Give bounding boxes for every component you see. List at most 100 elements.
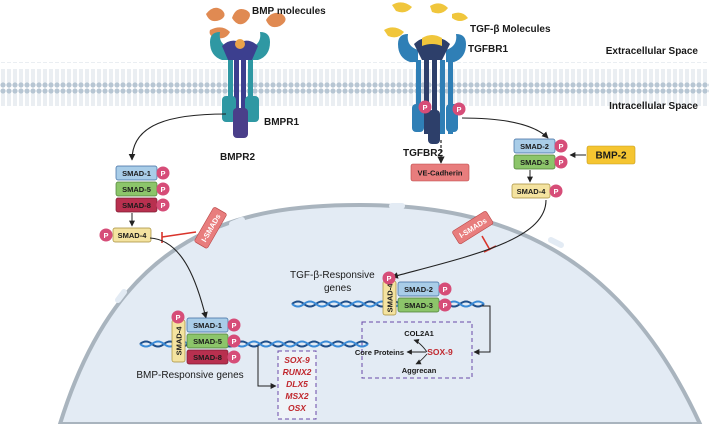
col2a1-label: COL2A1 <box>404 329 434 338</box>
smad-4-vertical-left: SMAD-4 <box>171 319 186 363</box>
smad-1-box-nuclear: SMAD-1 <box>186 317 229 333</box>
svg-text:P: P <box>558 142 563 151</box>
core-proteins-label: Core Proteins <box>355 348 404 357</box>
bmpr1-label: BMPR1 <box>264 117 299 128</box>
svg-text:SMAD-1: SMAD-1 <box>122 169 151 178</box>
tgfb-genes-label-2: genes <box>324 283 351 294</box>
svg-text:SMAD-5: SMAD-5 <box>122 185 151 194</box>
smad-8-nuclear-phospho: P <box>227 350 241 364</box>
smad-1-nuclear-phospho: P <box>227 318 241 332</box>
svg-text:P: P <box>553 187 558 196</box>
tgfbr2-label: TGFBR2 <box>403 148 443 159</box>
smad-4-vertical-right: SMAD-4 <box>382 280 397 316</box>
tgfb-molecules-label: TGF-β Molecules <box>470 24 551 35</box>
svg-text:SMAD-1: SMAD-1 <box>193 321 222 330</box>
sox9-to-col2a1-arrow <box>413 338 428 353</box>
smad-1-box: SMAD-1 <box>115 165 158 181</box>
bmp-target-gene: RUNX2 <box>283 367 312 377</box>
bmp-target-gene: OSX <box>288 403 307 413</box>
svg-text:SMAD-4: SMAD-4 <box>517 187 547 196</box>
tgfbr-to-smad-arrow <box>461 117 549 139</box>
bmpr2-label: BMPR2 <box>220 152 255 163</box>
bmp-target-gene: SOX-9 <box>284 355 310 365</box>
svg-text:P: P <box>231 321 236 330</box>
bmp-genes-label: BMP-Responsive genes <box>136 370 243 381</box>
bmp-receptor-complex <box>210 32 270 138</box>
svg-text:P: P <box>442 285 447 294</box>
svg-text:SMAD-2: SMAD-2 <box>520 142 549 151</box>
smad-3-box-top: SMAD-3 <box>513 154 556 170</box>
tgfbr1-label: TGFBR1 <box>468 44 508 55</box>
smad-4-box-right: SMAD-4 <box>511 183 551 199</box>
svg-text:P: P <box>558 158 563 167</box>
smad-4-vertical-left-phospho: P <box>171 310 185 324</box>
smad-2-top-phospho: P <box>554 139 568 153</box>
smad-8-box-nuclear: SMAD-8 <box>186 349 229 365</box>
svg-text:P: P <box>160 185 165 194</box>
smad-2-box-top: SMAD-2 <box>513 138 556 154</box>
smad4-to-nucleus-arrow <box>149 237 208 319</box>
smad-5-nuclear-phospho: P <box>227 334 241 348</box>
svg-text:SMAD-4: SMAD-4 <box>386 283 395 313</box>
cell-membrane <box>0 62 709 106</box>
smad-3-nuclear-phospho: P <box>438 298 452 312</box>
smad-5-box-nuclear: SMAD-5 <box>186 333 229 349</box>
svg-text:P: P <box>442 301 447 310</box>
svg-text:SMAD-8: SMAD-8 <box>193 353 222 362</box>
smad-2-nuclear-phospho: P <box>438 282 452 296</box>
smad-4-right-phospho: P <box>549 184 563 198</box>
extracellular-label: Extracellular Space <box>606 46 699 57</box>
bmp-genes-to-targets-arrow <box>257 346 277 389</box>
sox9-to-aggrecan-arrow <box>415 353 428 365</box>
sox9-label: SOX-9 <box>427 347 453 357</box>
svg-text:SMAD-3: SMAD-3 <box>520 158 549 167</box>
nuclear-pores <box>115 203 564 303</box>
smad-4-box-left: SMAD-4 <box>112 227 152 243</box>
smad-2-box-nuclear: SMAD-2 <box>397 281 440 297</box>
tgfb-genes-to-sox9-arrow <box>473 305 491 355</box>
ve-cadherin-box <box>410 163 470 182</box>
svg-text:P: P <box>386 274 391 283</box>
tgfb-genes-label-1: TGF-β-Responsive <box>290 270 375 281</box>
smad-3-top-phospho: P <box>554 155 568 169</box>
smad-3-box-nuclear: SMAD-3 <box>397 297 440 313</box>
bmp-target-gene: DLX5 <box>286 379 308 389</box>
svg-text:SMAD-4: SMAD-4 <box>118 231 148 240</box>
bmp-target-gene: MSX2 <box>285 391 308 401</box>
svg-text:P: P <box>231 353 236 362</box>
bmp2-label: BMP-2 <box>595 151 627 162</box>
svg-text:P: P <box>160 169 165 178</box>
svg-text:P: P <box>175 313 180 322</box>
bmp2-box: BMP-2 <box>586 145 636 165</box>
svg-text:P: P <box>103 231 108 240</box>
nucleus <box>57 202 704 426</box>
svg-text:SMAD-5: SMAD-5 <box>193 337 222 346</box>
bmpr-to-smad-arrow <box>128 113 227 161</box>
tgfb-receptor-complex <box>398 34 466 144</box>
svg-text:P: P <box>422 103 427 112</box>
smad-8-phospho: P <box>156 198 170 212</box>
svg-text:P: P <box>456 105 461 114</box>
smad-1-phospho: P <box>156 166 170 180</box>
ve-cadherin-label: VE-Cadherin <box>417 169 462 178</box>
intracellular-label: Intracellular Space <box>609 101 698 112</box>
smad-5-box: SMAD-5 <box>115 181 158 197</box>
svg-text:SMAD-4: SMAD-4 <box>175 326 184 356</box>
bmp-target-genes-box <box>277 350 317 420</box>
smad4-right-to-nucleus-arrow <box>391 199 547 279</box>
smad-8-box: SMAD-8 <box>115 197 158 213</box>
svg-text:SMAD-2: SMAD-2 <box>404 285 433 294</box>
aggrecan-label: Aggrecan <box>402 366 437 375</box>
svg-text:SMAD-8: SMAD-8 <box>122 201 151 210</box>
smad-5-phospho: P <box>156 182 170 196</box>
tgfbr2-phospho: P <box>452 102 466 116</box>
bmp-molecules-label: BMP molecules <box>252 6 326 17</box>
svg-text:P: P <box>160 201 165 210</box>
tgfb-molecules <box>384 2 468 38</box>
tgfbr1-phospho: P <box>418 100 432 114</box>
svg-text:P: P <box>231 337 236 346</box>
svg-text:SMAD-3: SMAD-3 <box>404 301 433 310</box>
sox9-target-box <box>361 321 473 379</box>
